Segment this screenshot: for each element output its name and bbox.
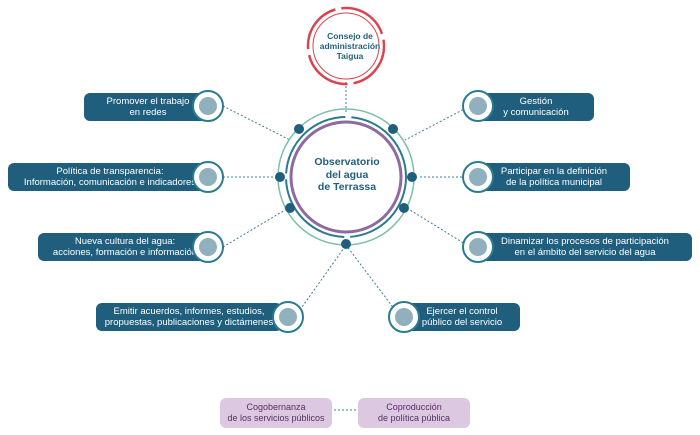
ring-dot <box>341 239 351 249</box>
right-box-1: Gestión y comunicación <box>478 93 594 121</box>
council-ring <box>306 6 386 86</box>
center-label: Observatorio del agua de Terrassa <box>314 156 380 193</box>
connector-right-3 <box>409 209 471 248</box>
ring-dot <box>275 172 285 182</box>
connector-right-1 <box>404 105 471 141</box>
center-inner-ring <box>289 120 403 234</box>
bottom-pill-coproduccion: Coproducción de política pública <box>358 398 470 428</box>
right-knob-3 <box>462 231 494 263</box>
left-box-4-label: Emitir acuerdos, informes, estudios, pro… <box>104 305 274 329</box>
ring-dot <box>399 203 409 213</box>
left-knob-1 <box>192 90 224 122</box>
left-box-1-label: Promover el trabajo en redes <box>106 95 190 119</box>
right-knob-1 <box>462 90 494 122</box>
ring-dot <box>388 124 398 134</box>
connector-right-4 <box>345 244 396 311</box>
connector-left-3 <box>222 209 286 248</box>
left-box-2: Política de transparencia: Información, … <box>8 163 212 191</box>
right-box-2: Participar en la definición de la políti… <box>478 163 630 191</box>
left-box-2-label: Política de transparencia: Información, … <box>23 165 197 189</box>
connector-lines <box>222 82 471 411</box>
left-box-3-label: Nueva cultura del agua: acciones, formac… <box>52 235 198 259</box>
ring-dots <box>275 124 417 249</box>
right-knob-4 <box>388 301 420 333</box>
council-label: Consejo de administración Taigua <box>319 31 381 61</box>
right-box-3: Dinamizar los procesos de participación … <box>478 233 692 261</box>
ring-dot <box>294 124 304 134</box>
left-box-1: Promover el trabajo en redes <box>84 93 212 121</box>
right-box-4: Ejercer el control público del servicio <box>404 303 520 331</box>
left-knob-4 <box>272 301 304 333</box>
left-box-3: Nueva cultura del agua: acciones, formac… <box>38 233 212 261</box>
center-disc <box>295 126 397 228</box>
connector-left-1 <box>222 105 291 141</box>
ring-dot <box>285 203 295 213</box>
left-box-4: Emitir acuerdos, informes, estudios, pro… <box>96 303 282 331</box>
left-knob-2 <box>192 161 224 193</box>
connector-left-4 <box>299 244 347 311</box>
right-box-4-label: Ejercer el control público del servicio <box>421 305 503 329</box>
right-knob-2 <box>462 161 494 193</box>
right-box-2-label: Participar en la definición de la políti… <box>500 165 608 189</box>
bottom-pill-2-label: Coproducción de política pública <box>377 402 451 423</box>
center-middle-ring <box>285 116 407 238</box>
ring-dot <box>407 172 417 182</box>
left-knob-3 <box>192 231 224 263</box>
bottom-pill-cogobernanza: Cogobernanza de los servicios públicos <box>220 398 332 428</box>
council-inner-ring <box>312 12 380 80</box>
right-box-3-label: Dinamizar los procesos de participación … <box>501 235 669 259</box>
right-box-1-label: Gestión y comunicación <box>503 95 569 119</box>
bottom-pill-1-label: Cogobernanza de los servicios públicos <box>227 402 325 423</box>
